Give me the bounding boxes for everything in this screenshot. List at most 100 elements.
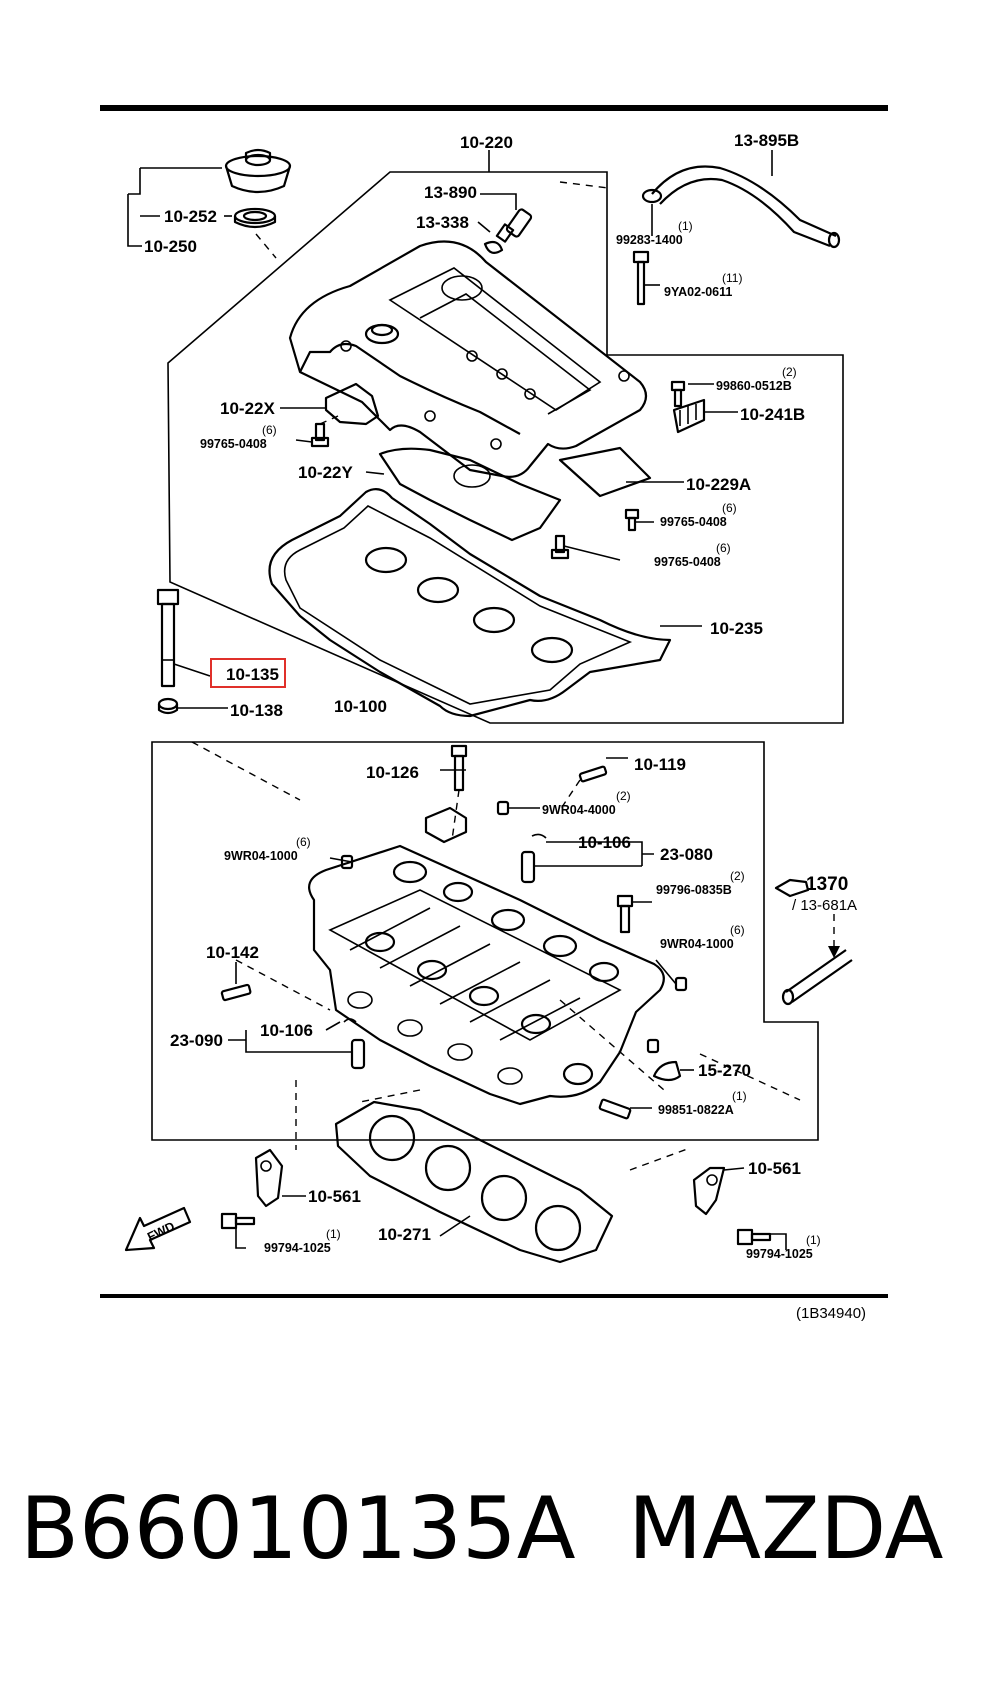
label-99860-0512b: 99860-0512B [716,379,792,393]
qty-9ya02: (11) [722,271,742,285]
plug-9wr04-4000 [496,800,510,816]
valve-seal-23-090 [350,1038,366,1070]
label-99851-0822a: 99851-0822A [658,1103,734,1117]
bolt-99796 [616,894,634,934]
label-10-138: 10-138 [230,701,283,720]
label-99283-1400: 99283-1400 [616,233,683,247]
forward-arrow-icon [124,1206,192,1252]
label-10-252: 10-252 [164,207,217,226]
bolt-99765-b [624,508,640,532]
label-10-106-b: 10-106 [260,1021,313,1040]
label-13-338: 13-338 [416,213,469,232]
bracket-10-22x [324,382,380,426]
label-10-119: 10-119 [634,755,686,774]
cover-bolt-9ya02 [632,250,650,306]
qty-99794-right: (1) [806,1233,821,1247]
harness-bracket-10-241b [672,398,706,434]
dowel-10-142 [220,983,252,1002]
caption-part-number: B66010135A [20,1479,576,1579]
label-10-22x: 10-22X [220,399,275,418]
label-9wr04-1000-b: 9WR04-1000 [660,937,734,951]
head-cover-gasket-10-235 [268,487,672,718]
qty-99283: (1) [678,219,693,233]
highlight-box-10-135 [210,658,286,688]
cylinder-head-cover [288,240,648,478]
label-99794-1025-left: 99794-1025 [264,1241,331,1255]
plug-9wr04-1000-c [646,1038,660,1054]
label-10-100: 10-100 [334,697,387,716]
head-gasket-10-271 [334,1100,614,1264]
stud-10-119 [578,765,608,783]
cam-cap [424,806,468,844]
label-13-681a: / 13-681A [792,897,857,914]
qty-9wr04-1000-b: (6) [730,923,745,937]
label-99765-0408-b: 99765-0408 [660,515,727,529]
label-9wr04-1000-a: 9WR04-1000 [224,849,298,863]
label-10-241b: 10-241B [740,405,805,424]
label-10-235: 10-235 [710,619,763,638]
qty-9wr04-1000-a: (6) [296,835,311,849]
valve-guide-10-106-a [531,833,547,839]
label-9ya02-0611: 9YA02-0611 [664,285,732,299]
label-10-250: 10-250 [144,237,197,256]
label-23-090: 23-090 [170,1031,223,1050]
cover-group-frame [167,171,844,724]
label-13-890: 13-890 [424,183,477,202]
qty-99765-b: (6) [722,501,737,515]
valve-guide-10-106-b [343,1018,357,1023]
label-99794-1025-right: 99794-1025 [746,1247,813,1261]
label-10-561-left: 10-561 [308,1187,361,1206]
qty-99851: (1) [732,1089,747,1103]
label-10-220: 10-220 [460,133,513,152]
cylinder-head-10-100 [308,844,665,1106]
ventilation-hose [651,165,841,249]
label-99765-0408-a: 99765-0408 [200,437,267,451]
qty-99794-left: (1) [326,1227,341,1241]
oil-filler-cap [224,148,292,194]
qty-9wr04-4000: (2) [616,789,631,803]
label-10-229a: 10-229A [686,475,751,494]
engine-hanger-right [692,1166,726,1216]
label-10-142: 10-142 [206,943,259,962]
fitting-15-270 [652,1060,682,1082]
head-bolt-washer-10-138 [157,697,179,715]
cylinder-head-bolt-10-135 [156,588,180,688]
bolt-99765-c [550,534,570,560]
bolt-10-126 [450,744,468,792]
valve-seal-23-080 [520,850,536,884]
hanger-bolt-left [220,1212,256,1230]
label-10-126: 10-126 [366,763,419,782]
plug-9wr04-1000-b [674,976,688,992]
coolant-pipe [781,949,853,1006]
label-13-895b: 13-895B [734,131,799,150]
bolt-99860 [670,380,686,408]
drawing-reference: (1B34940) [796,1305,866,1322]
label-99765-0408-c: 99765-0408 [654,555,721,569]
label-10-271: 10-271 [378,1225,431,1244]
head-group-frame [151,741,819,1141]
gasket-10-22y [378,447,562,542]
hanger-bolt-right [736,1228,772,1246]
qty-99796: (2) [730,869,745,883]
reference-arrow-icon [774,878,810,898]
qty-99860: (2) [782,365,797,379]
label-10-561-right: 10-561 [748,1159,801,1178]
pcv-valve [483,208,533,254]
qty-99765-a: (6) [262,423,277,437]
label-10-135: 10-135 [226,665,279,684]
hose-clamp-99283 [641,188,663,204]
label-23-080: 23-080 [660,845,713,864]
qty-99765-c: (6) [716,541,731,555]
label-1370: 1370 [806,874,848,895]
label-10-22y: 10-22Y [298,463,353,482]
bolt-99765-a [310,422,330,448]
label-10-106-a: 10-106 [578,833,631,852]
label-9wr04-4000: 9WR04-4000 [542,803,616,817]
caption-brand: MAZDA [628,1479,944,1579]
gasket-10-229a [558,446,652,498]
label-15-270: 15-270 [698,1061,751,1080]
label-99796-0835b: 99796-0835B [656,883,732,897]
oil-filler-seal [233,207,277,229]
stud-99851 [598,1098,632,1120]
